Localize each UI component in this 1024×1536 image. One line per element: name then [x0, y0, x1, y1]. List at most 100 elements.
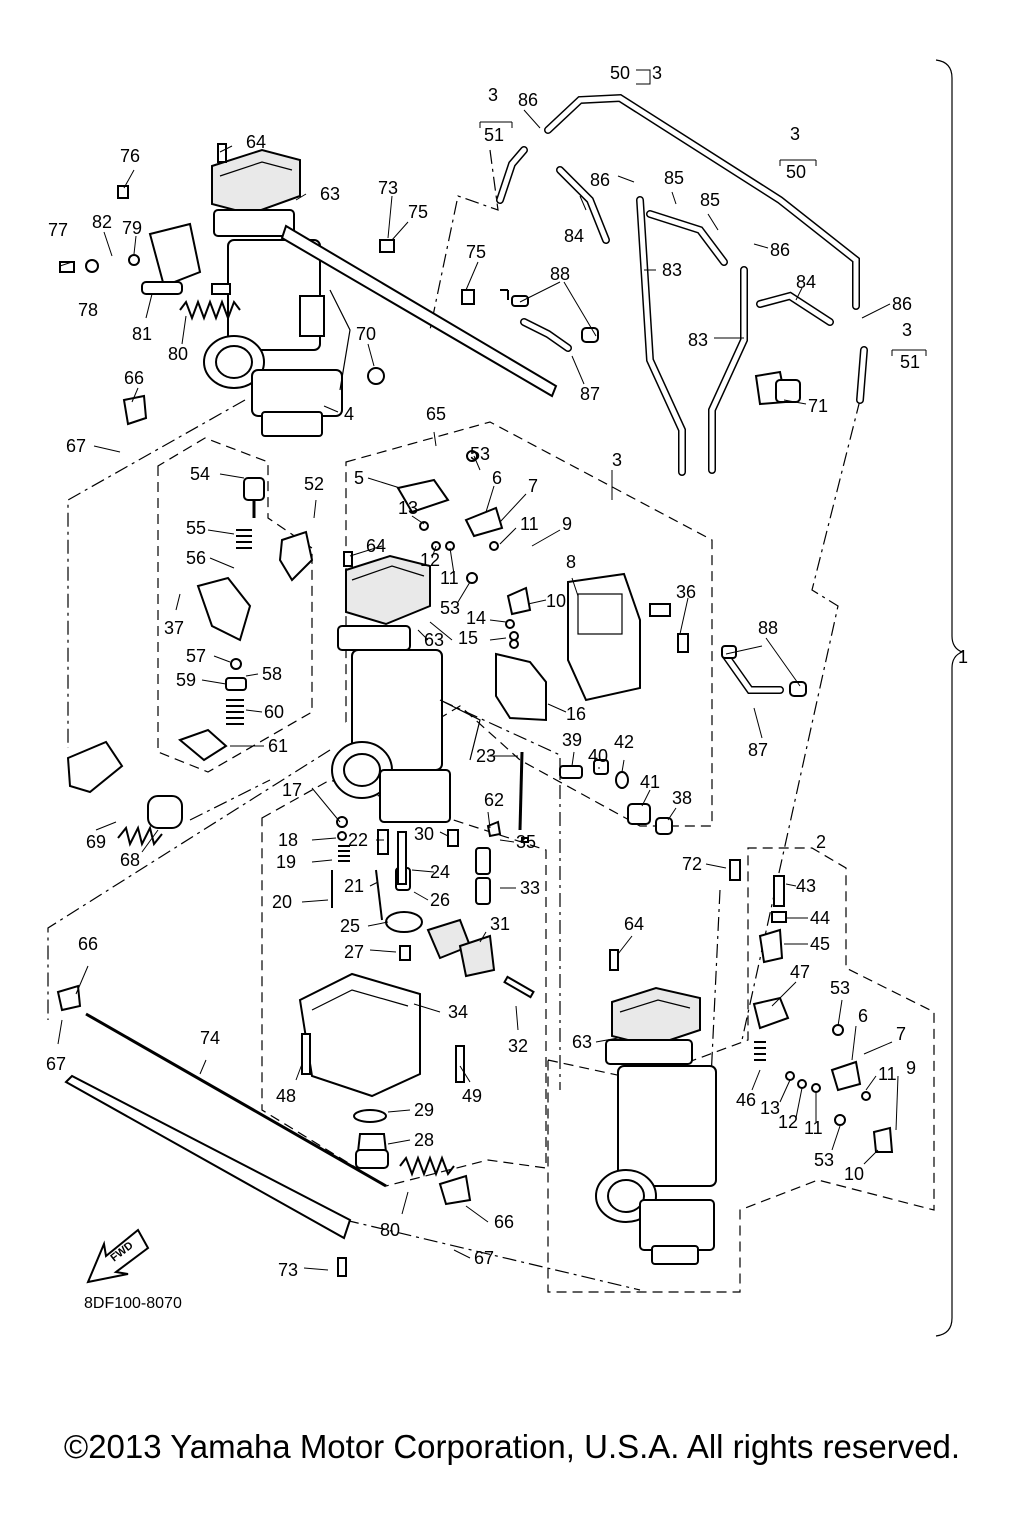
label-part-84-b: 84 [796, 272, 816, 292]
label-part-51-a: 51 [484, 125, 504, 145]
hoses [496, 93, 868, 694]
leader-lines [57, 69, 927, 1271]
label-part-50-a: 50 [610, 63, 630, 83]
label-part-11-b: 11 [440, 568, 459, 588]
label-part-16: 16 [566, 704, 586, 724]
label-part-4: 4 [344, 404, 354, 424]
label-part-29: 29 [414, 1100, 434, 1120]
label-part-76: 76 [120, 146, 140, 166]
forward-arrow: FWD [86, 1228, 150, 1284]
label-part-6-b: 6 [858, 1006, 868, 1026]
label-part-81: 81 [132, 324, 152, 344]
label-part-27: 27 [344, 942, 364, 962]
label-part-12-a: 12 [420, 550, 440, 570]
label-part-83-b: 83 [688, 330, 708, 350]
label-part-23: 23 [476, 746, 496, 766]
label-part-64-a: 64 [246, 132, 266, 152]
label-part-7-b: 7 [896, 1024, 906, 1044]
label-part-7-a: 7 [528, 476, 538, 496]
label-part-84-a: 84 [564, 226, 584, 246]
label-part-9-b: 9 [906, 1058, 916, 1078]
label-part-45: 45 [810, 934, 830, 954]
label-part-47: 47 [790, 962, 810, 982]
label-part-70: 70 [356, 324, 376, 344]
label-part-67-c: 67 [474, 1248, 494, 1268]
carburetor-center [331, 554, 481, 823]
label-part-42: 42 [614, 732, 634, 752]
label-part-20: 20 [272, 892, 292, 912]
label-part-9-a: 9 [562, 514, 572, 534]
label-part-53-a: 53 [470, 444, 490, 464]
label-part-75-a: 75 [408, 202, 428, 222]
label-part-28: 28 [414, 1130, 434, 1150]
label-part-1: 1 [958, 647, 968, 667]
label-part-52: 52 [304, 474, 324, 494]
label-part-66-c: 66 [494, 1212, 514, 1232]
label-part-56: 56 [186, 548, 206, 568]
carburetor-upper-left [203, 148, 351, 437]
label-part-86-d: 86 [892, 294, 912, 314]
label-part-22: 22 [348, 830, 368, 850]
label-part-2: 2 [816, 832, 826, 852]
shafts [64, 224, 558, 1240]
label-part-63-a: 63 [320, 184, 340, 204]
label-part-82: 82 [92, 212, 112, 232]
label-part-64-c: 64 [624, 914, 644, 934]
label-part-3-e: 3 [612, 450, 622, 470]
small-parts [56, 143, 894, 1277]
label-part-72: 72 [682, 854, 702, 874]
label-part-31: 31 [490, 914, 510, 934]
label-part-19: 19 [276, 852, 296, 872]
label-part-30: 30 [414, 824, 434, 844]
label-part-11-d: 11 [804, 1118, 823, 1138]
diagram-code: 8DF100-8070 [84, 1295, 182, 1312]
label-part-88-b: 88 [758, 618, 778, 638]
alignment-lines [47, 149, 861, 1291]
label-part-13-a: 13 [398, 498, 418, 518]
label-part-86-c: 86 [770, 240, 790, 260]
springs [117, 299, 766, 1177]
label-part-57: 57 [186, 646, 206, 666]
label-part-6-a: 6 [492, 468, 502, 488]
label-part-77: 77 [48, 220, 68, 240]
carburetor-lower-right [595, 986, 717, 1265]
label-part-13-b: 13 [760, 1098, 780, 1118]
label-part-59: 59 [176, 670, 196, 690]
label-part-51-b: 51 [900, 352, 920, 372]
label-part-53-d: 53 [814, 1150, 834, 1170]
label-part-11-c: 11 [878, 1064, 897, 1084]
label-part-60: 60 [264, 702, 284, 722]
label-part-80-b: 80 [380, 1220, 400, 1240]
label-part-33: 33 [520, 878, 540, 898]
label-part-41: 41 [640, 772, 660, 792]
label-part-26: 26 [430, 890, 450, 910]
label-part-74: 74 [200, 1028, 220, 1048]
label-part-43: 43 [796, 876, 816, 896]
label-part-46: 46 [736, 1090, 756, 1110]
label-part-11-a: 11 [520, 514, 539, 534]
label-part-61: 61 [268, 736, 288, 756]
label-part-3-d: 3 [902, 320, 912, 340]
diaphragm-cover [495, 572, 641, 722]
label-part-64-b: 64 [366, 536, 386, 556]
label-part-36: 36 [676, 582, 696, 602]
label-part-8: 8 [566, 552, 576, 572]
label-part-67-a: 67 [66, 436, 86, 456]
label-part-63-b: 63 [424, 630, 444, 650]
label-part-44: 44 [810, 908, 830, 928]
label-part-83-a: 83 [662, 260, 682, 280]
label-part-32: 32 [508, 1036, 528, 1056]
label-part-68: 68 [120, 850, 140, 870]
part-labels: 1 2 3 3 3 3 3 4 5 6 6 7 7 8 9 9 10 10 11… [46, 63, 968, 1280]
label-part-66-b: 66 [78, 934, 98, 954]
label-part-10-b: 10 [844, 1164, 864, 1184]
label-part-88-a: 88 [550, 264, 570, 284]
label-part-66-a: 66 [124, 368, 144, 388]
label-part-37: 37 [164, 618, 184, 638]
label-part-40: 40 [588, 746, 608, 766]
label-part-48: 48 [276, 1086, 296, 1106]
label-part-14: 14 [466, 608, 486, 628]
label-part-69: 69 [86, 832, 106, 852]
label-part-38: 38 [672, 788, 692, 808]
label-part-73-b: 73 [278, 1260, 298, 1280]
